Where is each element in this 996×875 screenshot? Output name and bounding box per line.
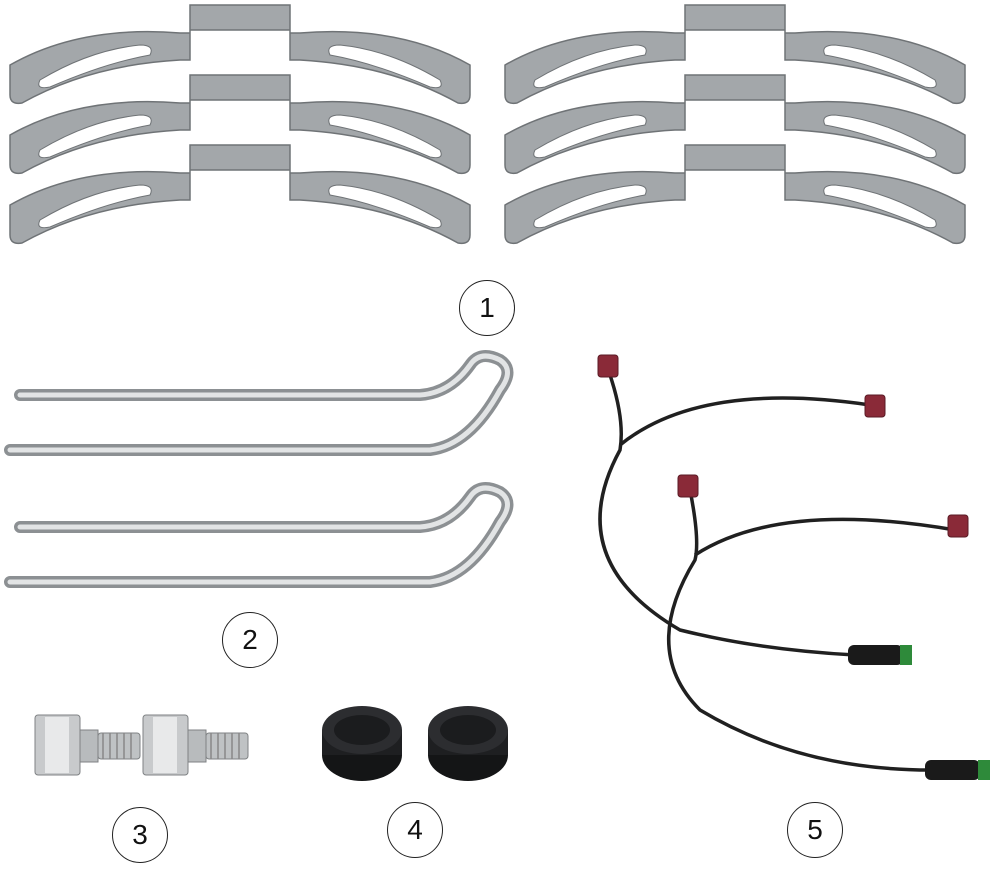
sensor-cables [598,374,990,780]
callout-5: 5 [787,802,843,858]
callout-3: 3 [112,807,168,863]
callout-2: 2 [222,612,278,668]
callout-4: 4 [387,802,443,858]
clip-set-right [504,4,966,245]
bolts [34,714,249,776]
rubber-caps [322,706,508,781]
callout-1: 1 [459,280,515,336]
wire-rods [10,356,508,582]
sensor-connectors [597,354,969,538]
clip-set-left [9,4,471,245]
